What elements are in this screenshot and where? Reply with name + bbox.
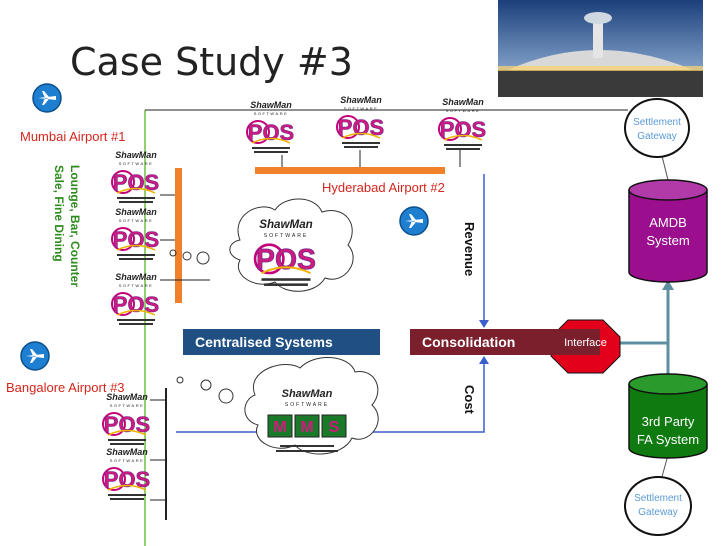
settlement-gateway-top: Settlement Gateway	[624, 98, 690, 158]
svg-text:SOFTWARE: SOFTWARE	[119, 283, 154, 288]
hyderabad-bar	[255, 167, 445, 174]
svg-text:ShawMan: ShawMan	[115, 272, 157, 282]
svg-text:SOFTWARE: SOFTWARE	[110, 403, 145, 408]
pos-logo: ShawMan SOFTWARE POS	[432, 95, 494, 157]
third-party-label: 3rd Party FA System	[629, 413, 707, 449]
pos-logo: ShawMan SOFTWARE POS	[330, 93, 392, 155]
pos-logo: ShawMan SOFTWARE POS	[105, 205, 167, 267]
svg-text:ShawMan: ShawMan	[115, 207, 157, 217]
interface-label: Interface	[564, 337, 607, 349]
plane-icon	[32, 83, 62, 113]
svg-text:M: M	[273, 419, 286, 436]
settlement-gateway-bottom: Settlement Gateway	[624, 476, 692, 536]
airport-label-bangalore: Bangalore Airport #3	[6, 380, 125, 395]
page-title: Case Study #3	[70, 40, 353, 84]
amdb-label: AMDB System	[629, 214, 707, 250]
svg-text:ShawMan: ShawMan	[106, 447, 148, 457]
airport-label-mumbai: Mumbai Airport #1	[20, 129, 126, 144]
svg-text:S: S	[329, 419, 340, 436]
mms-logo: ShawMan SOFTWARE M M S	[262, 385, 352, 465]
svg-text:ShawMan: ShawMan	[442, 97, 484, 107]
mumbai-bar	[175, 168, 182, 303]
settlement-top-line-1: Settlement	[633, 117, 681, 128]
svg-text:ShawMan: ShawMan	[106, 392, 148, 402]
mumbai-outlet-label-1: Lounge, Bar, Counter	[68, 165, 82, 288]
svg-text:SOFTWARE: SOFTWARE	[446, 108, 481, 113]
airport-photo	[498, 0, 703, 97]
svg-text:M: M	[300, 419, 313, 436]
third-party-cylinder	[628, 373, 708, 459]
plane-icon	[20, 341, 50, 371]
svg-text:ShawMan: ShawMan	[250, 100, 292, 110]
revenue-label: Revenue	[462, 222, 477, 277]
svg-text:SOFTWARE: SOFTWARE	[119, 161, 154, 166]
pos-logo: ShawMan SOFTWARE POS	[96, 445, 158, 507]
plane-icon	[399, 206, 429, 236]
airport-label-hyderabad: Hyderabad Airport #2	[322, 180, 445, 195]
settlement-bottom-line-1: Settlement	[634, 493, 682, 504]
mumbai-outlet-label-2: Sale, Fine Dining	[52, 165, 66, 262]
pos-logo: ShawMan SOFTWARE POS	[96, 390, 158, 452]
amdb-line-2: System	[646, 233, 690, 248]
third-party-line-2: FA System	[636, 432, 700, 447]
third-party-line-1: 3rd Party	[641, 414, 695, 429]
settlement-top-line-2: Gateway	[637, 131, 677, 142]
svg-text:SOFTWARE: SOFTWARE	[110, 458, 145, 463]
svg-text:SOFTWARE: SOFTWARE	[285, 402, 329, 408]
pos-cloud	[229, 198, 354, 292]
consolidation-box: Consolidation	[410, 329, 600, 355]
svg-text:ShawMan: ShawMan	[115, 150, 157, 160]
svg-text:SOFTWARE: SOFTWARE	[119, 218, 154, 223]
svg-text:ShawMan: ShawMan	[340, 95, 382, 105]
svg-text:SOFTWARE: SOFTWARE	[344, 106, 379, 111]
svg-text:SOFTWARE: SOFTWARE	[254, 111, 289, 116]
amdb-cylinder	[628, 179, 708, 283]
svg-text:ShawMan: ShawMan	[282, 388, 333, 400]
centralised-systems-box: Centralised Systems	[183, 329, 380, 355]
pos-logo-large: ShawMan SOFTWARE POS	[246, 215, 326, 295]
svg-text:SOFTWARE: SOFTWARE	[264, 233, 309, 239]
svg-text:POS: POS	[104, 412, 150, 437]
svg-text:POS: POS	[104, 467, 150, 492]
pos-logo: ShawMan SOFTWARE POS	[105, 270, 167, 332]
settlement-bottom-line-2: Gateway	[638, 507, 678, 518]
pos-logo: ShawMan SOFTWARE POS	[240, 98, 302, 160]
svg-text:ShawMan: ShawMan	[259, 218, 313, 231]
amdb-line-1: AMDB	[649, 215, 687, 230]
pos-logo: ShawMan SOFTWARE POS	[105, 148, 167, 210]
cost-label: Cost	[462, 385, 477, 414]
